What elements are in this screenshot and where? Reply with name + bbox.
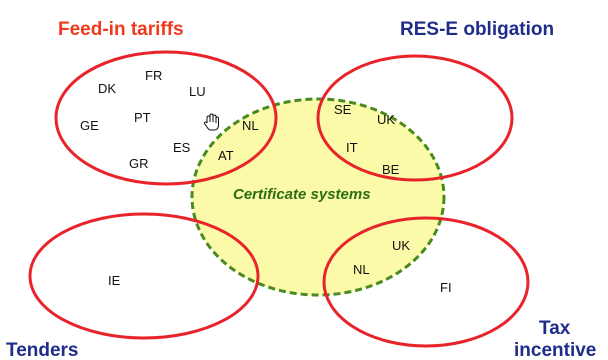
country-fr: FR xyxy=(145,68,162,83)
tax-incentive-title-line2: incentive xyxy=(514,340,596,360)
tax-incentive-title-line1: Tax xyxy=(539,318,571,339)
country-be: BE xyxy=(382,162,400,177)
country-at: AT xyxy=(218,148,234,163)
country-ge: GE xyxy=(80,118,99,133)
res-e-obligation-ellipse xyxy=(316,54,514,182)
country-nl-tax: NL xyxy=(353,262,370,277)
country-uk-tax: UK xyxy=(392,238,410,253)
country-dk: DK xyxy=(98,81,116,96)
country-it: IT xyxy=(346,140,358,155)
country-gr: GR xyxy=(129,156,149,171)
country-uk: UK xyxy=(377,112,395,127)
feed-in-tariffs-ellipse xyxy=(54,50,278,186)
feed-in-tariffs-title: Feed-in tariffs xyxy=(58,19,184,40)
country-nl: NL xyxy=(242,118,259,133)
country-se: SE xyxy=(334,102,352,117)
certificate-systems-circle xyxy=(190,97,446,297)
tenders-title: Tenders xyxy=(6,340,79,360)
res-e-obligation-title: RES-E obligation xyxy=(400,19,554,40)
hand-cursor-icon xyxy=(203,113,219,131)
country-fi: FI xyxy=(440,280,452,295)
certificate-systems-label: Certificate systems xyxy=(233,186,371,203)
tenders-ellipse xyxy=(28,212,260,340)
tax-incentive-ellipse xyxy=(322,216,530,348)
country-es: ES xyxy=(173,140,191,155)
country-ie: IE xyxy=(108,273,121,288)
country-lu: LU xyxy=(189,84,206,99)
country-pt: PT xyxy=(134,110,151,125)
